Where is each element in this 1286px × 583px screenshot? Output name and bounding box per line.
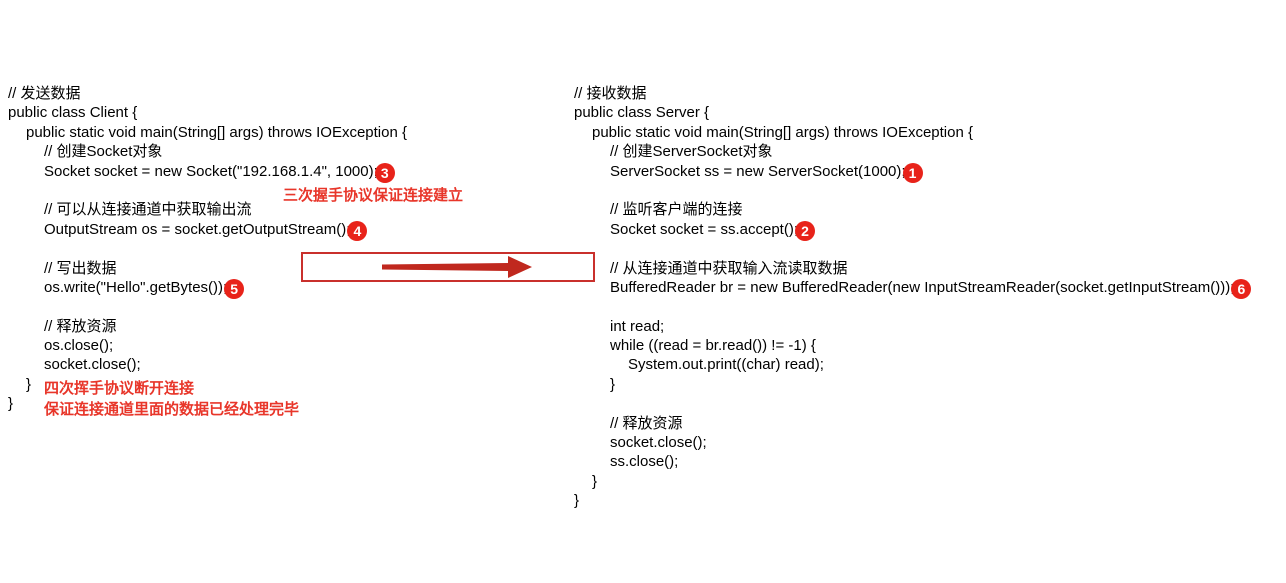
code-line: } <box>574 375 1251 394</box>
code-text: // 创建Socket对象 <box>44 143 163 161</box>
code-line: socket.close(); <box>8 355 407 374</box>
code-line: os.write("Hello".getBytes());5 <box>8 278 407 299</box>
code-text: while ((read = br.read()) != -1) { <box>610 337 816 355</box>
code-line: ss.close(); <box>574 452 1251 471</box>
code-line: // 可以从连接通道中获取输出流 <box>8 200 407 219</box>
code-line: OutputStream os = socket.getOutputStream… <box>8 220 407 241</box>
wave-annotation-line-2: 保证连接通道里面的数据已经处理完毕 <box>44 401 300 418</box>
code-text: // 发送数据 <box>8 85 81 102</box>
code-text: // 从连接通道中获取输入流读取数据 <box>610 259 848 277</box>
code-line: public class Client { <box>8 103 407 122</box>
code-text: public class Server { <box>574 104 710 122</box>
code-line: // 创建Socket对象 <box>8 142 407 161</box>
code-line: // 接收数据 <box>574 84 1251 103</box>
code-text: BufferedReader br = new BufferedReader(n… <box>610 278 1235 296</box>
code-line <box>574 239 1251 258</box>
step-number-badge: 5 <box>224 278 245 299</box>
code-text: public static void main(String[] args) t… <box>26 123 407 141</box>
code-line: } <box>574 491 1251 510</box>
code-line: } <box>574 472 1251 491</box>
code-line: // 监听客户端的连接 <box>574 200 1251 219</box>
code-text: socket.close(); <box>610 434 707 452</box>
code-text: os.close(); <box>44 337 114 355</box>
code-line: Socket socket = new Socket("192.168.1.4"… <box>8 162 407 183</box>
code-line: // 创建ServerSocket对象 <box>574 142 1251 161</box>
code-text: } <box>8 395 14 413</box>
code-text: } <box>26 375 32 393</box>
code-line: } <box>8 394 407 413</box>
code-line <box>574 394 1251 413</box>
code-line: BufferedReader br = new BufferedReader(n… <box>574 278 1252 299</box>
code-text: // 监听客户端的连接 <box>610 201 743 219</box>
code-line: public class Server { <box>574 103 1251 122</box>
step-number-badge: 4 <box>347 220 368 241</box>
code-text: } <box>610 375 616 393</box>
code-text: // 释放资源 <box>44 317 117 335</box>
code-text: // 释放资源 <box>610 414 683 432</box>
code-text: } <box>592 472 598 490</box>
code-line: int read; <box>574 317 1251 336</box>
code-text: // 可以从连接通道中获取输出流 <box>44 201 252 219</box>
code-line: socket.close(); <box>574 433 1251 452</box>
code-line: public static void main(String[] args) t… <box>8 123 407 142</box>
code-line: // 释放资源 <box>574 414 1251 433</box>
code-line: ServerSocket ss = new ServerSocket(1000)… <box>574 162 1251 183</box>
code-line: public static void main(String[] args) t… <box>574 123 1251 142</box>
code-line: // 释放资源 <box>8 317 407 336</box>
handshake-annotation: 三次握手协议保证连接建立 <box>283 187 464 204</box>
data-flow-arrow-icon <box>382 256 532 278</box>
code-text: public static void main(String[] args) t… <box>592 123 973 141</box>
code-text: ServerSocket ss = new ServerSocket(1000)… <box>610 162 906 180</box>
code-text: Socket socket = new Socket("192.168.1.4"… <box>44 162 378 180</box>
code-line: while ((read = br.read()) != -1) { <box>574 336 1251 355</box>
code-text: os.write("Hello".getBytes()); <box>44 278 228 296</box>
code-text: int read; <box>610 317 665 335</box>
client-code-block: // 发送数据 public class Client {public stati… <box>8 84 407 414</box>
code-line <box>574 297 1251 316</box>
code-text: OutputStream os = socket.getOutputStream… <box>44 220 351 238</box>
code-line: Socket socket = ss.accept();2 <box>574 220 1251 241</box>
code-text: // 写出数据 <box>44 259 117 277</box>
code-line: // 写出数据 <box>8 259 407 278</box>
step-number-badge: 6 <box>1231 278 1252 299</box>
server-code-block: // 接收数据 public class Server {public stati… <box>574 84 1252 511</box>
data-flow-box <box>301 252 595 282</box>
code-line <box>8 297 407 316</box>
wave-annotation-line-1: 四次挥手协议断开连接 <box>44 380 195 397</box>
step-number-badge: 3 <box>374 162 395 183</box>
code-text: System.out.print((char) read); <box>628 356 824 374</box>
step-number-badge: 1 <box>902 162 923 183</box>
code-text: // 接收数据 <box>574 85 647 102</box>
code-text: // 创建ServerSocket对象 <box>610 143 773 161</box>
code-line: System.out.print((char) read); <box>574 355 1251 374</box>
code-line <box>574 181 1251 200</box>
step-number-badge: 2 <box>795 220 815 241</box>
code-text: public class Client { <box>8 104 138 122</box>
code-line: os.close(); <box>8 336 407 355</box>
code-line: } <box>8 375 407 394</box>
code-line: // 发送数据 <box>8 84 407 103</box>
code-line: // 从连接通道中获取输入流读取数据 <box>574 259 1251 278</box>
code-text: } <box>574 492 580 510</box>
code-text: socket.close(); <box>44 356 141 374</box>
code-text: ss.close(); <box>610 453 679 471</box>
code-text: Socket socket = ss.accept(); <box>610 220 798 238</box>
